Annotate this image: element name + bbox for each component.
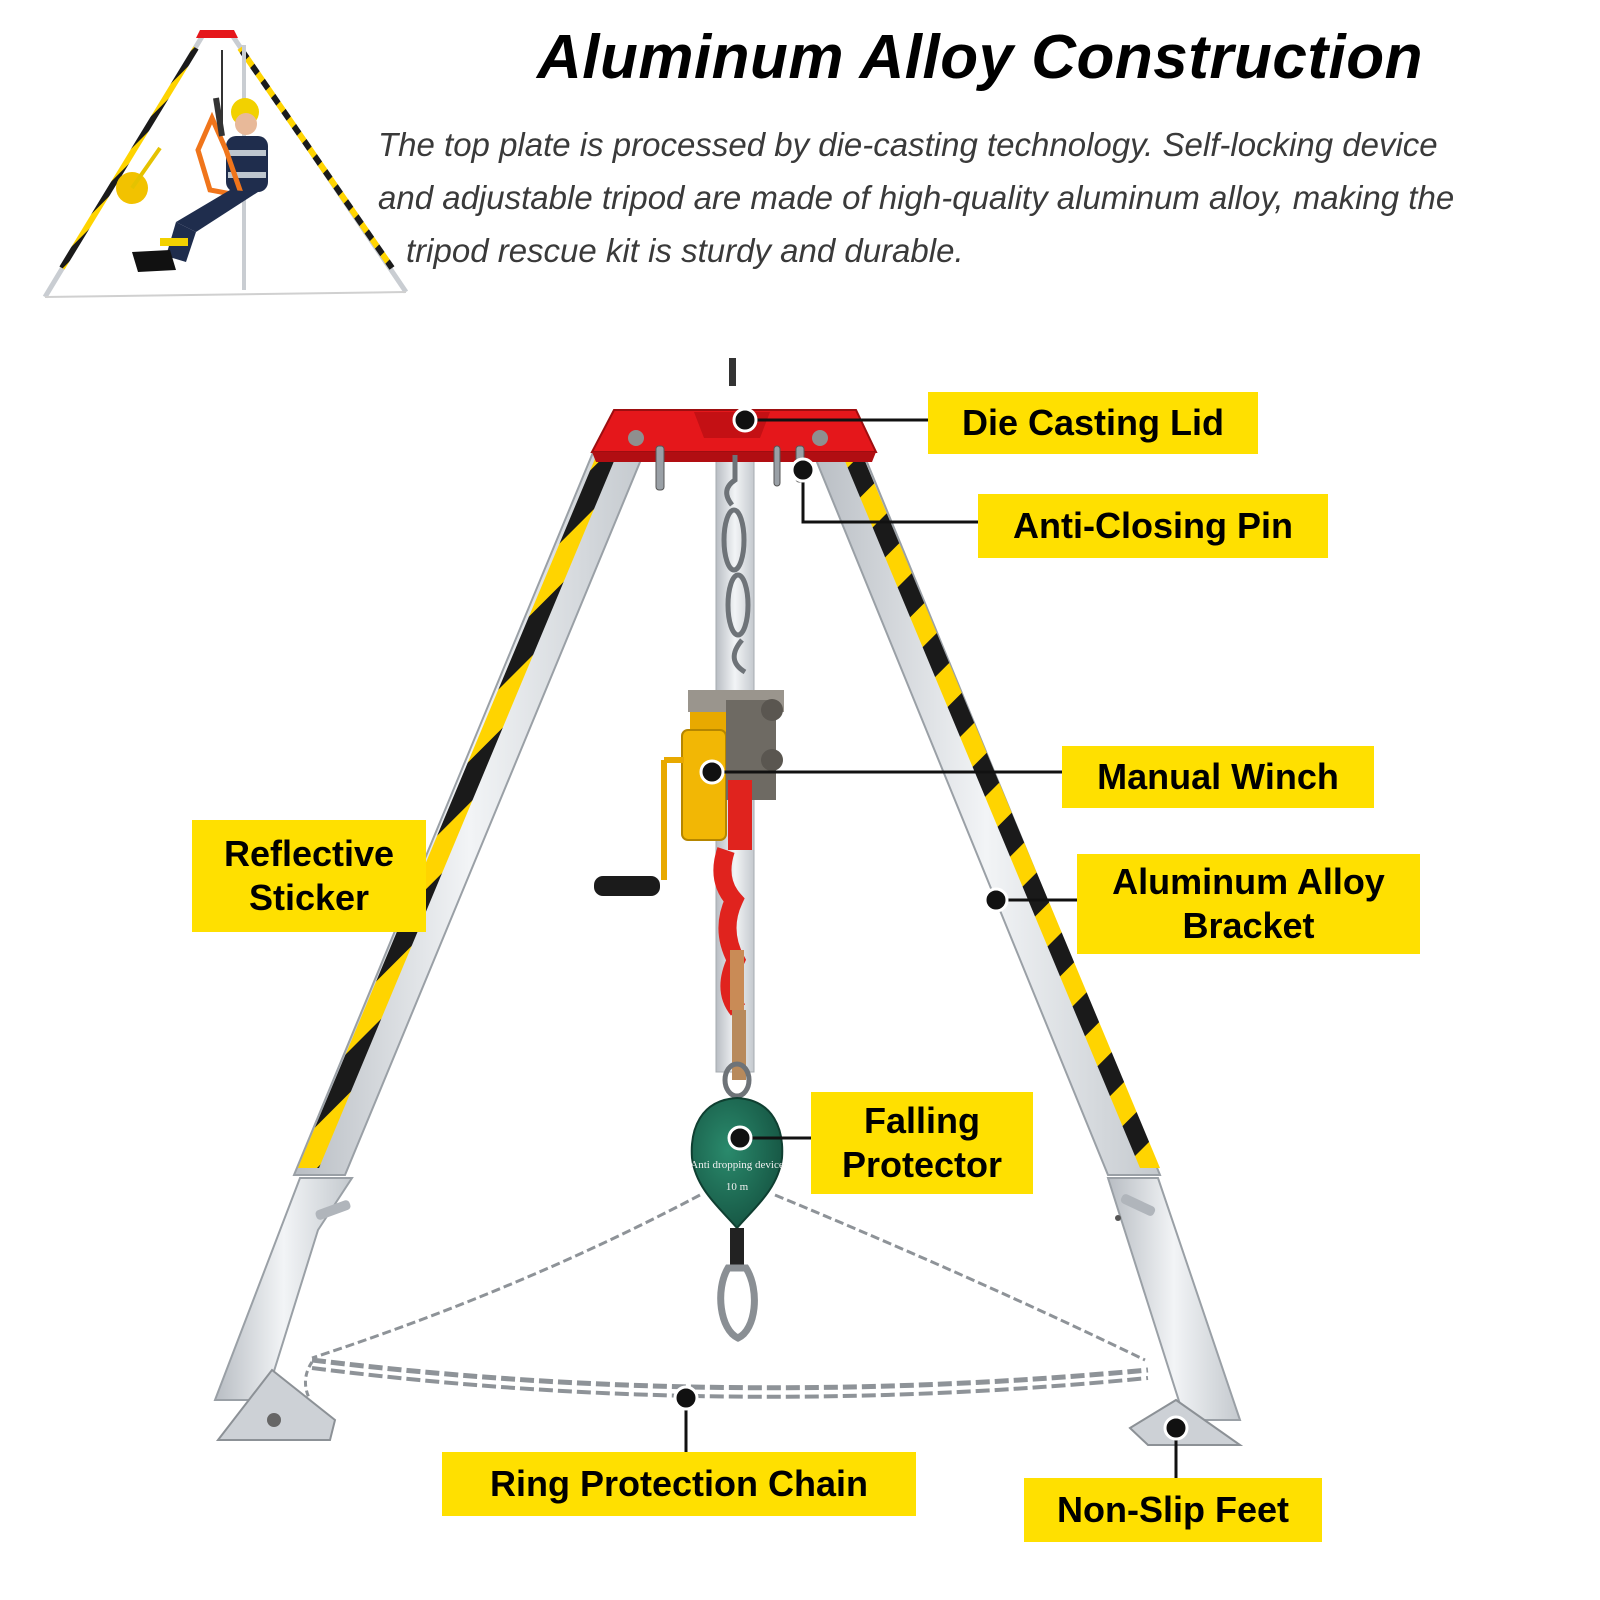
- callout-manual-winch: Manual Winch: [1062, 746, 1374, 808]
- callout-die-casting-lid: Die Casting Lid: [928, 392, 1258, 454]
- callout-anti-closing-pin: Anti-Closing Pin: [978, 494, 1328, 558]
- faller-length-text: 10 m: [726, 1181, 749, 1193]
- red-strap: [713, 780, 752, 1080]
- description-line: and adjustable tripod are made of high-q…: [378, 179, 1455, 216]
- die-casting-lid-shape: [590, 358, 878, 462]
- callout-aluminum-alloy-bracket: Aluminum Alloy Bracket: [1077, 854, 1420, 954]
- callout-dots: [673, 407, 1189, 1441]
- faller-device-text: Anti dropping device: [690, 1159, 784, 1171]
- left-leg: [213, 449, 647, 1441]
- callout-reflective-sticker: Reflective Sticker: [192, 820, 426, 932]
- manual-winch-shape: [594, 690, 784, 896]
- page-title: Aluminum Alloy Construction: [536, 23, 1424, 92]
- callout-falling-protector: Falling Protector: [811, 1092, 1033, 1194]
- right-leg: [810, 449, 1244, 1446]
- callout-ring-protection-chain: Ring Protection Chain: [442, 1452, 916, 1516]
- description-line: tripod rescue kit is sturdy and durable.: [406, 232, 964, 269]
- description-line: The top plate is processed by die-castin…: [378, 126, 1438, 163]
- ring-protection-chain: [304, 1193, 1149, 1401]
- callout-non-slip-feet: Non-Slip Feet: [1024, 1478, 1322, 1542]
- falling-protector-shape: Anti dropping device 10 m: [690, 1061, 784, 1342]
- description: The top plate is processed by die-castin…: [378, 118, 1568, 277]
- hook-chain: [721, 455, 751, 675]
- rescue-scene-thumbnail: [42, 30, 409, 299]
